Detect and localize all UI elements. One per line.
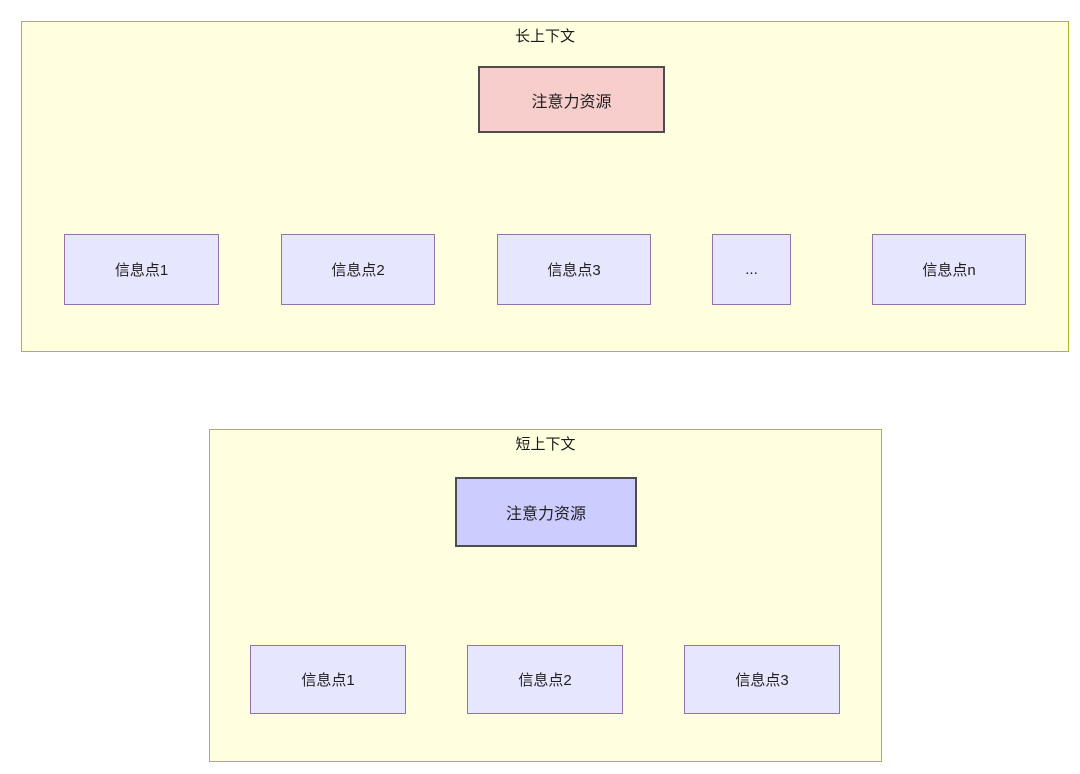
node-info-point-short-context-3[interactable]: 信息点3 — [684, 645, 840, 714]
node-info-point-long-context-2[interactable]: 信息点2 — [281, 234, 435, 305]
node-info-point-long-context-4[interactable]: ... — [712, 234, 791, 305]
group-title-long-context: 长上下文 — [514, 28, 575, 45]
node-info-point-long-context-3[interactable]: 信息点3 — [497, 234, 651, 305]
node-info-point-long-context-5[interactable]: 信息点n — [872, 234, 1026, 305]
node-info-point-short-context-2[interactable]: 信息点2 — [467, 645, 623, 714]
node-attention-resource-long-context[interactable]: 注意力资源 — [478, 66, 665, 133]
node-info-point-short-context-1[interactable]: 信息点1 — [250, 645, 406, 714]
group-title-short-context: 短上下文 — [515, 436, 576, 453]
node-info-point-long-context-1[interactable]: 信息点1 — [64, 234, 219, 305]
node-attention-resource-short-context[interactable]: 注意力资源 — [455, 477, 637, 547]
